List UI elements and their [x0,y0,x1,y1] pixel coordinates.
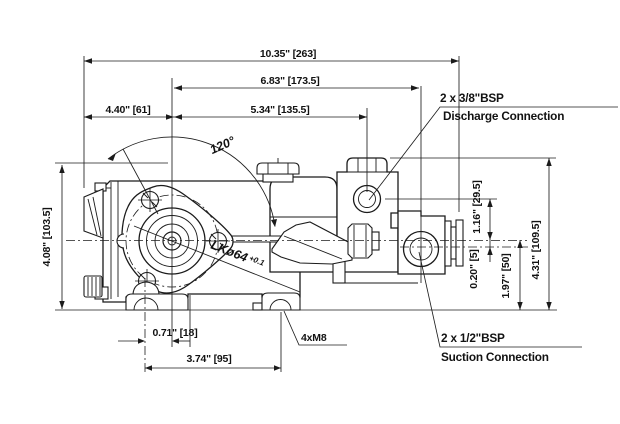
label-suction-name: Suction Connection [441,350,549,364]
pump-outline [83,157,464,311]
dim-center-to-suction: 6.83" [173.5] [260,75,319,87]
dim-bolt-to-center: 0.71" [18] [152,327,197,339]
mounting-holes-leader [283,310,347,346]
side-boss [116,233,125,249]
label-suction-size: 2 x 1/2"BSP [441,331,505,345]
valve-cap [256,158,300,183]
suction-leader [418,251,582,348]
dimension-lines [55,56,557,372]
discharge-leader [368,106,618,201]
manifold-end-cap [444,220,452,267]
dim-center-to-discharge: 5.34" [135.5] [250,104,309,116]
dim-discharge-above-center: 1.16" [29.5] [471,180,483,233]
bolt-angle-annotation [107,136,277,227]
cover-bolt-right [206,229,230,253]
mounting-feet [125,281,301,311]
bolt-circle-leader [133,225,301,293]
plunger-nut [347,223,380,259]
dim-suction-below-center: 0.20" [5] [468,249,480,288]
oil-drain-knob [83,275,109,300]
oil-gauge-bracket [83,182,107,239]
dim-left-to-center: 4.40" [61] [105,104,150,116]
label-discharge-size: 2 x 3/8"BSP [440,91,504,105]
dim-overall-width: 10.35" [263] [260,48,316,60]
dim-foot-hole-spacing: 3.74" [95] [186,353,231,365]
lever-arm [271,221,353,265]
label-discharge-name: Discharge Connection [443,109,564,123]
dim-overall-height-left: 4.08" [103.5] [41,207,53,266]
dim-center-to-base: 1.97" [50] [500,253,512,298]
dim-overall-height-right: 4.31" [109.5] [530,220,542,279]
label-mounting-holes: 4xM8 [301,332,327,344]
